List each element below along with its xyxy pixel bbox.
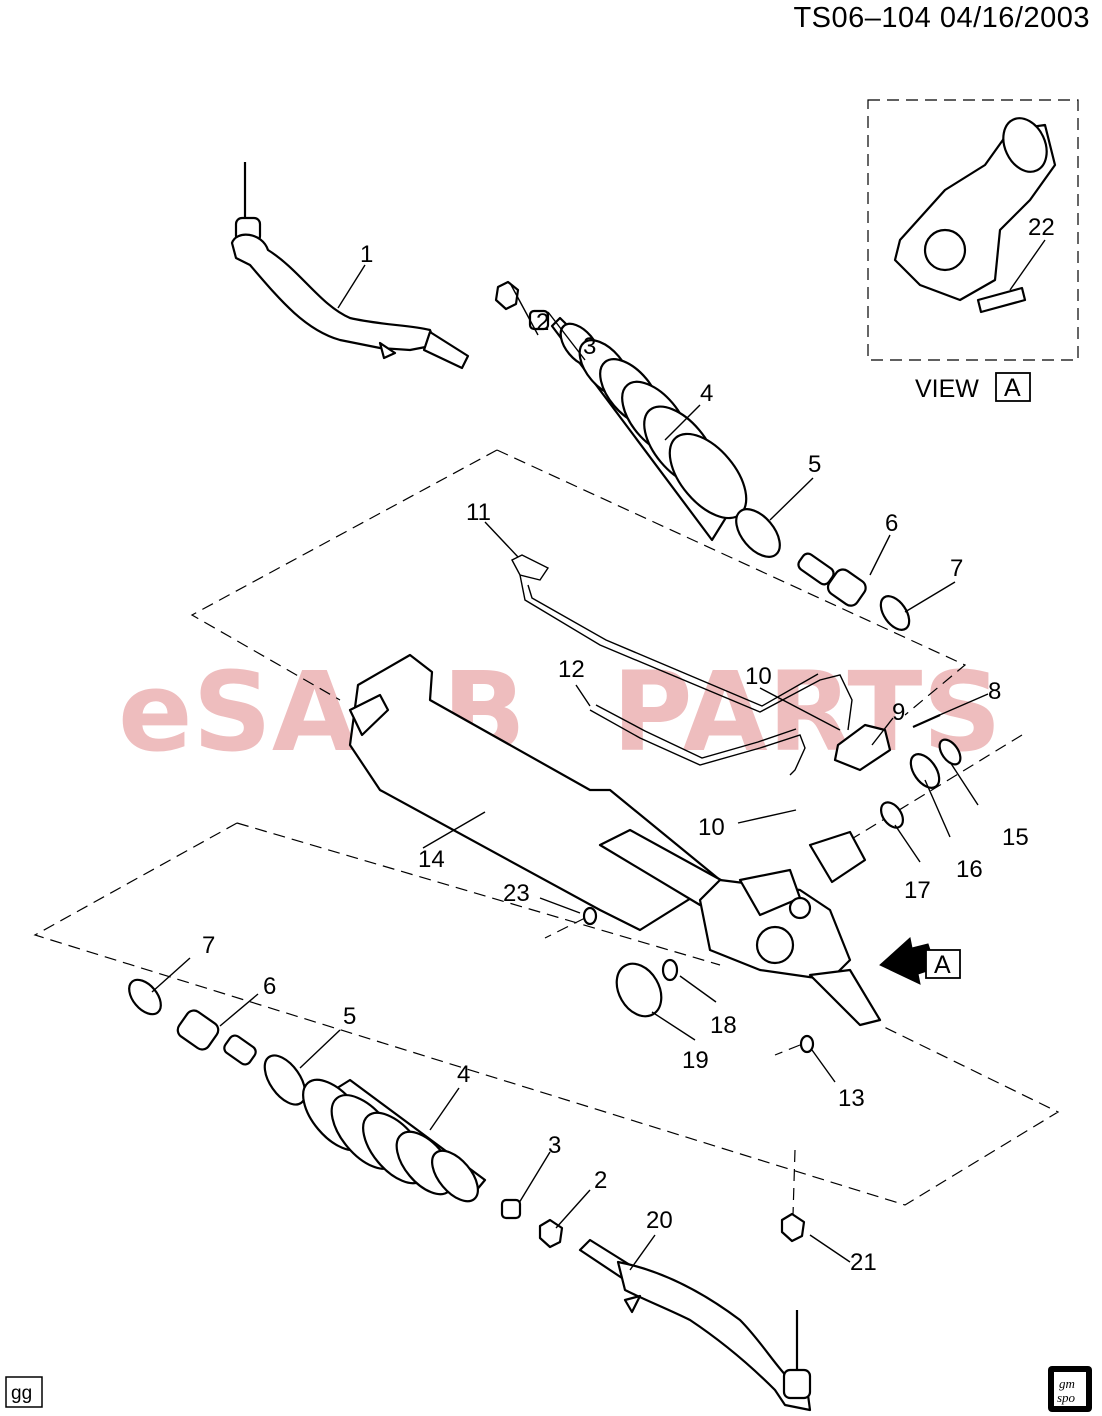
callout-7-lower: 7 (202, 932, 215, 959)
upper-clamp (735, 508, 781, 558)
callout-13: 13 (838, 1085, 865, 1112)
lower-tie-rod-end (578, 1238, 812, 1412)
callout-2-lower: 2 (594, 1167, 607, 1194)
callout-10b: 10 (698, 814, 725, 841)
callout-3: 3 (583, 333, 596, 360)
view-a-box (867, 99, 1079, 361)
lower-nut-21 (780, 1212, 806, 1243)
callout-20: 20 (646, 1207, 673, 1234)
view-a-label: VIEW A (915, 372, 1031, 403)
upper-inner-tie-rod (797, 552, 867, 607)
callout-4-lower: 4 (457, 1061, 470, 1088)
arrow-letter: A (934, 951, 951, 979)
callout-5: 5 (808, 451, 821, 478)
callout-15: 15 (1002, 824, 1029, 851)
cap-19 (615, 962, 663, 1018)
callout-23: 23 (503, 880, 530, 907)
bearing-17 (879, 801, 905, 829)
washer-16 (909, 753, 941, 789)
callout-9: 9 (892, 699, 905, 726)
callout-6: 6 (885, 510, 898, 537)
lower-inner-tie-rod (176, 1009, 257, 1066)
callout-3-lower: 3 (548, 1132, 561, 1159)
view-a-detail (893, 117, 1057, 314)
seal-18 (661, 958, 679, 982)
view-a-letter: A (1004, 374, 1021, 402)
gear-housing (348, 653, 882, 1027)
center-dash-line (544, 917, 801, 1056)
callout-8: 8 (988, 678, 1001, 705)
lower-clamp (263, 1054, 307, 1106)
upper-dash-boundary (190, 449, 967, 716)
seal-15 (938, 738, 962, 766)
lower-dash-boundary (33, 822, 1060, 1206)
callout-labels: 1 2 3 4 5 6 7 8 9 10 10 11 12 13 14 15 1… (202, 214, 1055, 1276)
upper-boot (550, 316, 748, 542)
lower-boot (302, 1078, 487, 1203)
logo-bottom-text: spo (1057, 1390, 1076, 1405)
upper-tie-rod-end (230, 162, 470, 370)
callout-12: 12 (558, 656, 585, 683)
callout-5-lower: 5 (343, 1003, 356, 1030)
callout-16: 16 (956, 856, 983, 883)
o-ring-13 (799, 1034, 815, 1054)
hydraulic-lines (511, 554, 853, 776)
callout-1: 1 (360, 241, 373, 268)
arrow-icon: A (879, 937, 961, 985)
leader-lines (151, 239, 1046, 1271)
callout-4: 4 (700, 380, 713, 407)
callout-14: 14 (418, 846, 445, 873)
document-header: TS06–104 04/16/2003 (793, 2, 1090, 35)
callout-18: 18 (710, 1012, 737, 1039)
callout-11: 11 (466, 499, 491, 526)
lower-washer (128, 978, 162, 1016)
upper-nut (494, 280, 520, 311)
callout-2: 2 (536, 309, 549, 336)
gm-spo-logo: gm spo (1048, 1366, 1092, 1412)
lower-clip (500, 1198, 522, 1220)
callout-22: 22 (1028, 214, 1055, 241)
header-date: 04/16/2003 (939, 2, 1090, 34)
footer-code: gg (5, 1376, 43, 1408)
header-code: TS06–104 (793, 2, 932, 34)
callout-6-lower: 6 (263, 973, 276, 1000)
callout-19: 19 (682, 1047, 709, 1074)
callout-21: 21 (850, 1249, 877, 1276)
callout-10a: 10 (745, 663, 772, 690)
view-a-text: VIEW (915, 375, 979, 403)
callout-17: 17 (904, 877, 931, 904)
upper-washer (879, 595, 911, 631)
callout-7: 7 (950, 555, 963, 582)
o-ring-23 (582, 906, 598, 926)
logo-top-text: gm (1059, 1376, 1075, 1391)
footer-code-text: gg (11, 1383, 32, 1404)
